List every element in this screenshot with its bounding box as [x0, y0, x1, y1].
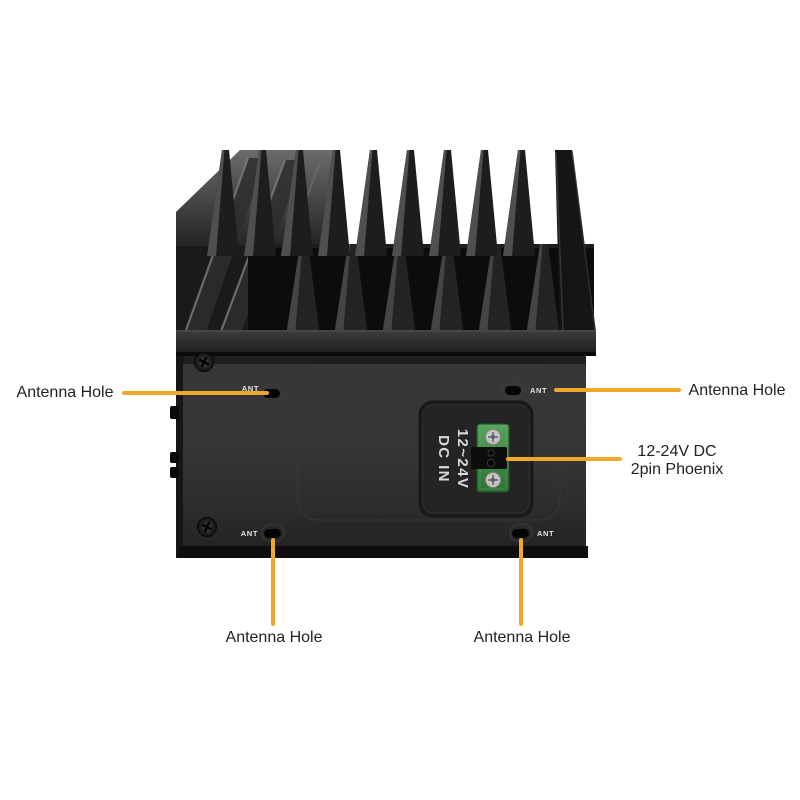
- heatsink-fin: [466, 150, 498, 256]
- connector-screw-bottom: [485, 472, 501, 488]
- side-connector: [170, 452, 179, 463]
- panel-recess-outline: [297, 365, 561, 521]
- annotation-label-antenna-top-right: Antenna Hole: [688, 382, 786, 399]
- antenna-hole-top-right: [501, 380, 525, 400]
- chassis-left-side: [176, 356, 183, 558]
- connector-pin: [487, 449, 495, 457]
- dc-label-line2: 2pin Phoenix: [630, 461, 724, 478]
- heatsink: [176, 150, 596, 356]
- side-connector: [170, 406, 179, 419]
- dc-in-marking: 12~24V DC IN: [435, 429, 471, 490]
- heatsink-fin: [429, 150, 461, 256]
- chassis: 12~24V DC IN: [170, 352, 588, 558]
- annotation-label-dc-input: 12-24V DC 2pin Phoenix: [611, 443, 743, 479]
- dc-in-marking-line2: DC IN: [435, 435, 452, 483]
- ant-marking-bottom-left: ANT: [241, 529, 258, 538]
- connector-pin: [486, 458, 496, 468]
- connector-pin-housing: [471, 447, 507, 469]
- heatsink-base: [176, 330, 596, 356]
- phoenix-connector: [471, 423, 510, 493]
- connector-screw-top: [485, 429, 501, 445]
- heatsink-fin: [503, 150, 535, 256]
- ant-marking-top-left: ANT: [242, 384, 259, 393]
- ant-marking-top-right: ANT: [530, 386, 547, 395]
- annotation-label-antenna-bottom-right: Antenna Hole: [473, 629, 571, 646]
- heatsink-fin: [355, 150, 387, 256]
- chassis-bottom-edge: [178, 546, 588, 558]
- side-connector: [170, 467, 179, 478]
- heatsink-right-slope: [555, 150, 596, 332]
- dc-in-marking-line1: 12~24V: [454, 429, 471, 490]
- chassis-screw-bottom-left: [197, 517, 217, 537]
- chassis-screw-top-left: [194, 352, 214, 372]
- heatsink-fin: [392, 150, 424, 256]
- annotation-label-antenna-bottom-left: Antenna Hole: [225, 629, 323, 646]
- dc-label-line1: 12-24V DC: [637, 443, 717, 460]
- ant-marking-bottom-right: ANT: [537, 529, 554, 538]
- annotation-label-antenna-top-left: Antenna Hole: [16, 384, 114, 401]
